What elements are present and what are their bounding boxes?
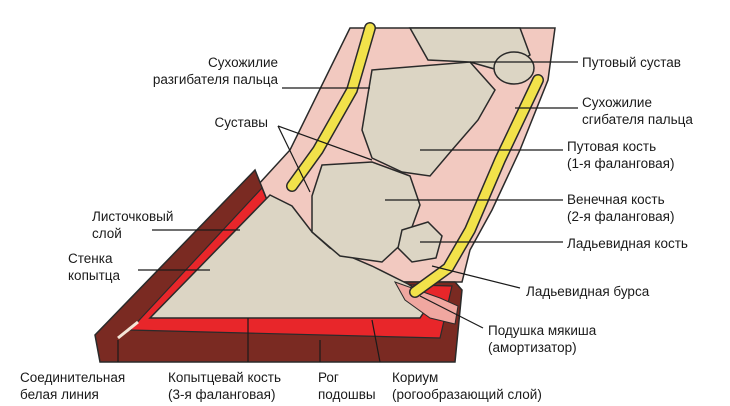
label-corium: Кориум (рогообразающий слой) [392,369,577,403]
label-coffin-bone: Копытцевай кость (3-я фаланговая) [168,369,318,403]
label-pastern-joint: Путовый сустав [582,54,722,71]
label-navicular-bursa: Ладьевидная бурса [526,283,686,300]
label-laminar-layer: Листочковый слой [92,208,202,242]
sesamoid-bone-shape [494,52,534,84]
label-white-line: Соединительная белая линия [20,369,160,403]
label-pastern-bone: Путовая кость (1-я фаланговая) [567,138,712,172]
label-flexor-tendon: Сухожилие сгибателя пальца [582,94,727,128]
label-joints: Суставы [196,114,268,131]
label-hoof-wall: Стенка копытца [68,250,148,284]
label-digital-cushion: Подушка мякиша (амортизатор) [488,322,648,356]
label-navicular-bone: Ладьевидная кость [567,235,717,252]
label-coronary-bone: Венечная кость (2-я фаланговая) [567,191,717,225]
label-extensor-tendon: Сухожилие разгибателя пальца [118,54,278,88]
label-sole-horn: Рог подошвы [318,369,378,403]
